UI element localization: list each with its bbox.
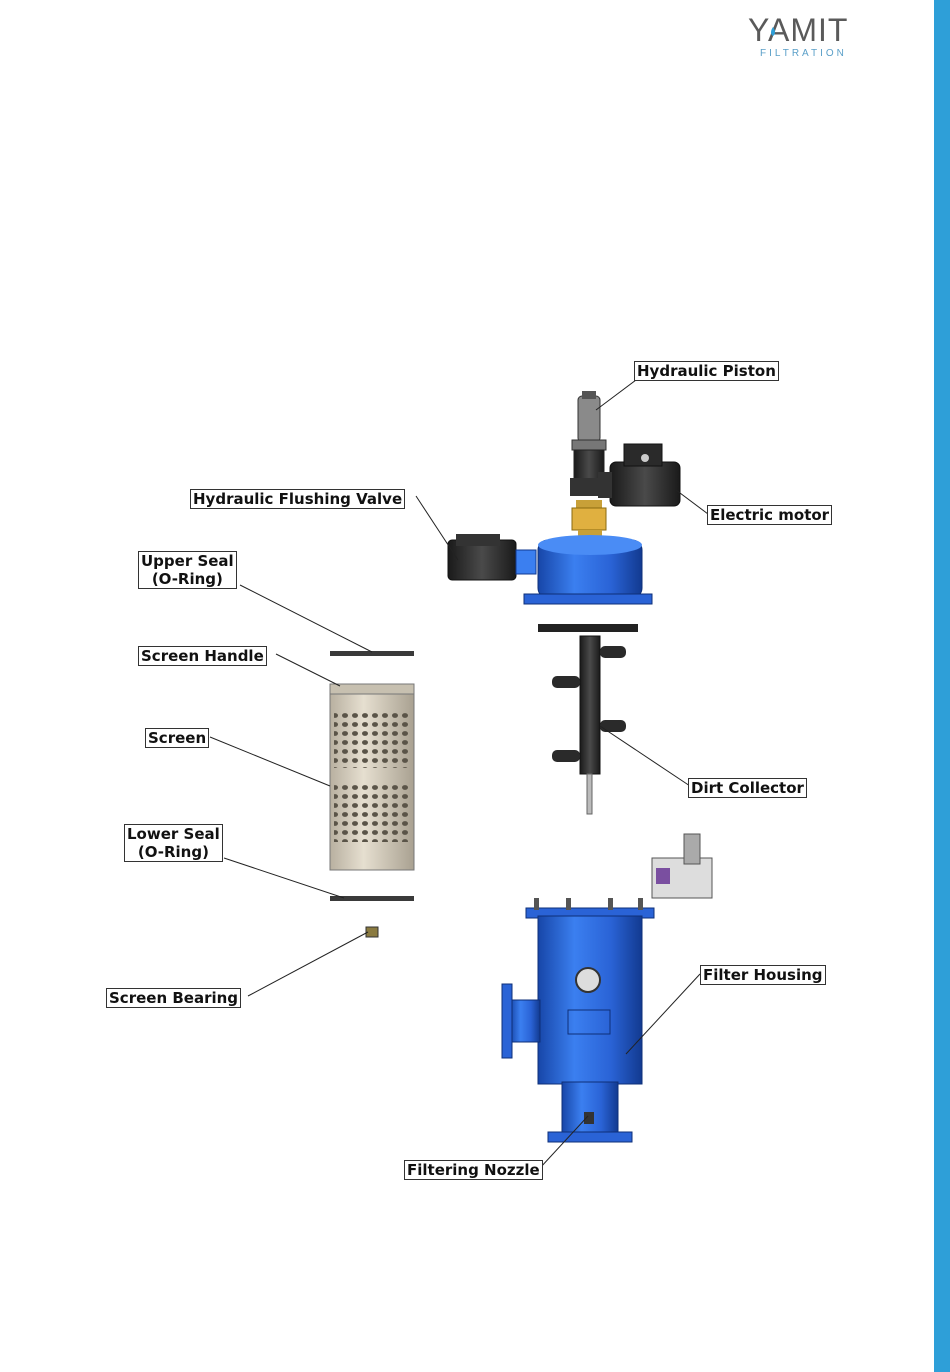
label-screen: Screen [145,728,209,748]
accent-side-bar [934,0,950,1372]
hydraulic-piston-part [570,391,610,540]
label-screen-handle: Screen Handle [138,646,267,666]
label-hydraulic-piston: Hydraulic Piston [634,361,779,381]
electric-motor-part [598,444,680,506]
label-dirt-collector: Dirt Collector [688,778,807,798]
label-filtering-nozzle: Filtering Nozzle [404,1160,543,1180]
dirt-collector-part [552,636,626,814]
logo-drop-icon [771,27,775,36]
label-upper-seal: Upper Seal (O-Ring) [138,551,237,589]
lower-seal-part [330,896,414,901]
filter-cover-part [524,535,652,632]
control-unit-part [652,834,712,898]
filter-housing-part [502,898,654,1142]
label-filter-housing: Filter Housing [700,965,826,985]
label-screen-bearing: Screen Bearing [106,988,241,1008]
screen-part [330,684,414,870]
label-electric-motor: Electric motor [707,505,832,525]
label-lower-seal: Lower Seal (O-Ring) [124,824,223,862]
label-hydraulic-flushing-valve: Hydraulic Flushing Valve [190,489,405,509]
hydraulic-flushing-valve-part [448,534,536,580]
